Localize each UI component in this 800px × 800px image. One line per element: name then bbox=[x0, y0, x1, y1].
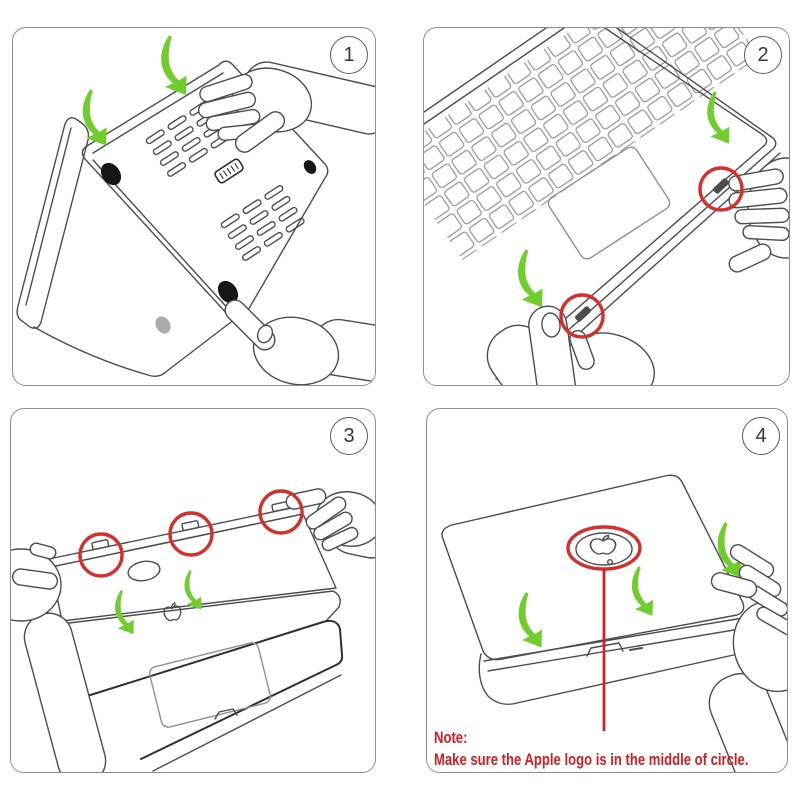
green-arrow-icon bbox=[82, 89, 107, 146]
step-number-badge: 1 bbox=[330, 36, 368, 74]
hand-illustration bbox=[11, 542, 107, 772]
instruction-panel-3: 3 bbox=[10, 408, 376, 773]
brand-label bbox=[214, 158, 244, 184]
note-text: Note: Make sure the Apple logo is in the… bbox=[434, 727, 748, 771]
laptop-screen bbox=[16, 117, 90, 329]
step-number-badge: 3 bbox=[330, 417, 368, 455]
instruction-panel-1: 1 bbox=[12, 27, 376, 386]
green-arrow-icon bbox=[161, 35, 187, 96]
red-highlight-circle bbox=[78, 532, 124, 578]
hand-illustration bbox=[224, 299, 375, 385]
case-clip-tab bbox=[575, 178, 729, 322]
note-label: Note: bbox=[434, 728, 468, 747]
logo-cutout-oval bbox=[127, 560, 161, 582]
closed-laptop bbox=[441, 474, 760, 705]
hand-illustration bbox=[486, 305, 655, 385]
illustration-step-1 bbox=[16, 35, 375, 385]
step-number-badge: 4 bbox=[742, 417, 780, 455]
hand-illustration bbox=[708, 544, 787, 772]
laptop-deck bbox=[83, 619, 344, 772]
red-highlight-circle bbox=[698, 166, 744, 212]
illustration-step-4 bbox=[441, 474, 787, 772]
hand-illustration bbox=[285, 488, 375, 559]
instruction-panel-2: 2 bbox=[423, 27, 790, 386]
rubber-foot bbox=[303, 160, 317, 174]
logo-cutout bbox=[575, 532, 633, 566]
step-number-badge: 2 bbox=[744, 36, 782, 74]
trackpad bbox=[547, 146, 671, 260]
illustration-step-2 bbox=[424, 28, 789, 385]
note-body: Make sure the Apple logo is in the middl… bbox=[434, 750, 749, 769]
rubber-foot bbox=[100, 162, 122, 186]
rubber-foot bbox=[217, 280, 239, 304]
red-highlight-circle bbox=[559, 293, 605, 339]
instruction-panel-4: Note: Make sure the Apple logo is in the… bbox=[426, 408, 788, 773]
illustration-step-3 bbox=[11, 488, 375, 772]
case-clip-tab bbox=[91, 501, 290, 551]
red-highlight-circle bbox=[258, 489, 304, 535]
green-arrow-icon bbox=[517, 249, 543, 308]
keyboard bbox=[424, 28, 760, 260]
hand-illustration bbox=[197, 61, 375, 153]
vent-slots bbox=[220, 185, 305, 261]
red-highlight-circle bbox=[168, 511, 214, 557]
bottom-case bbox=[81, 60, 329, 321]
rubber-foot bbox=[155, 316, 171, 334]
laptop-body bbox=[33, 316, 236, 378]
top-cover bbox=[48, 501, 337, 622]
